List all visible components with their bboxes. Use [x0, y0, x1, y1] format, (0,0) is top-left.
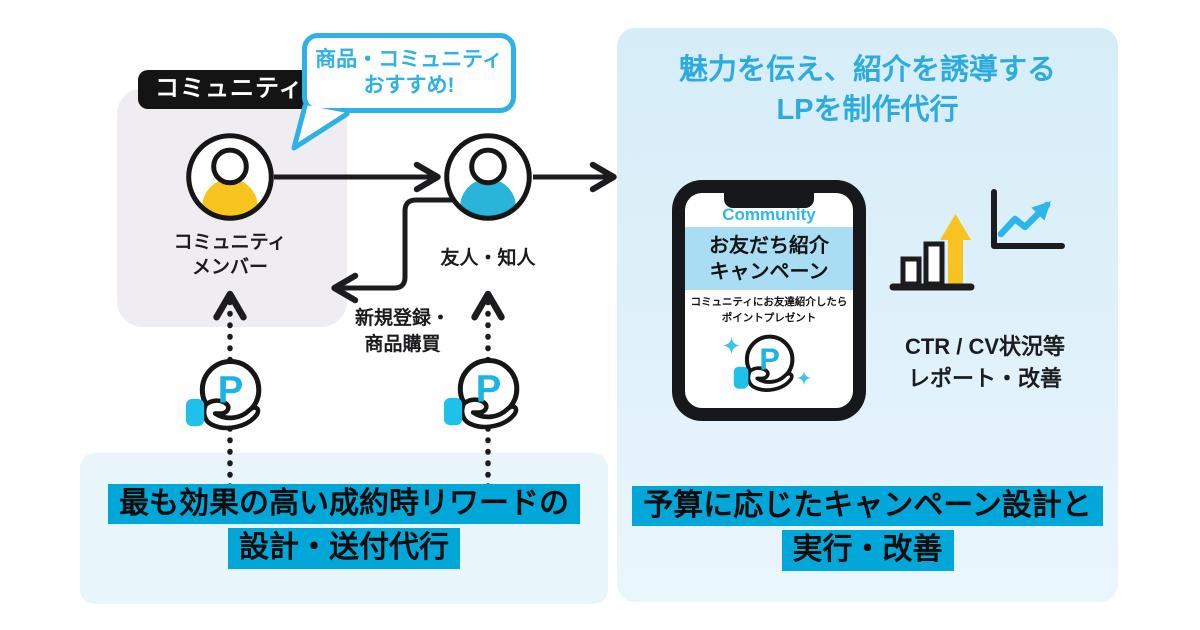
member-label: コミュニティ メンバー — [140, 231, 320, 280]
member-label-line1: コミュニティ — [173, 232, 287, 253]
line-chart-icon — [991, 189, 1065, 249]
recommend-speech-bubble: 商品・コミュニティ おすすめ! — [302, 33, 516, 113]
campaign-desc-line2: ポイントプレゼント — [721, 312, 817, 325]
friend-label: 友人・知人 — [440, 248, 536, 269]
report-label-line2: レポート・改善 — [907, 365, 1062, 391]
phone-coin-icon — [729, 333, 803, 399]
report-label-line1: CTR / CV状況等 — [904, 334, 1066, 359]
phone-notch — [724, 193, 814, 208]
member-label-line2: メンバー — [191, 256, 268, 278]
campaign-banner-line2: キャンペーン — [709, 260, 829, 283]
signup-label-line2: 商品購買 — [364, 333, 441, 355]
campaign-banner: お友だち紹介 キャンペーン — [685, 227, 853, 290]
reward-caption-line2: 設計・送付代行 — [228, 528, 460, 569]
campaign-caption-line2: 実行・改善 — [781, 530, 954, 571]
campaign-caption-line1: 予算に応じたキャンペーン設計と — [632, 486, 1103, 527]
reward-coin-left-icon — [180, 357, 272, 439]
phone-screen: Community お友だち紹介 キャンペーン コミュニティにお友達紹介したら … — [685, 193, 853, 408]
lp-heading-line1: 魅力を伝え、紹介を誘導する — [678, 54, 1056, 86]
community-badge: コミュニティ — [138, 70, 321, 109]
signup-purchase-label: 新規登録・ 商品購買 — [325, 306, 480, 357]
phone-mockup: Community お友だち紹介 キャンペーン コミュニティにお友達紹介したら … — [672, 180, 866, 421]
campaign-caption: 予算に応じたキャンペーン設計と 実行・改善 — [617, 486, 1118, 571]
friend-person-icon — [444, 133, 532, 221]
bar-chart-icon — [889, 214, 975, 291]
bubble-text-line2: おすすめ! — [363, 74, 455, 97]
signup-label-line1: 新規登録・ — [354, 308, 450, 329]
speech-bubble-tail — [291, 104, 350, 151]
campaign-description: コミュニティにお友達紹介したら ポイントプレゼント — [685, 294, 853, 327]
reward-coin-right-icon — [438, 356, 530, 438]
campaign-banner-line1: お友だち紹介 — [709, 234, 829, 257]
reward-caption: 最も効果の高い成約時リワードの 設計・送付代行 — [80, 484, 608, 569]
sparkle-icon — [797, 371, 811, 385]
bubble-text-line1: 商品・コミュニティ — [315, 47, 503, 71]
member-person-icon — [186, 133, 274, 221]
signup-return-arrow — [331, 197, 453, 304]
sparkle-icon — [723, 337, 740, 354]
reward-caption-line1: 最も効果の高い成約時リワードの — [108, 484, 580, 525]
campaign-desc-line1: コミュニティにお友達紹介したら — [690, 296, 848, 308]
lp-heading: 魅力を伝え、紹介を誘導する LPを制作代行 — [627, 50, 1108, 130]
lp-heading-line2: LPを制作代行 — [776, 94, 959, 127]
report-label: CTR / CV状況等 レポート・改善 — [880, 331, 1090, 395]
app-title: Community — [722, 205, 816, 224]
